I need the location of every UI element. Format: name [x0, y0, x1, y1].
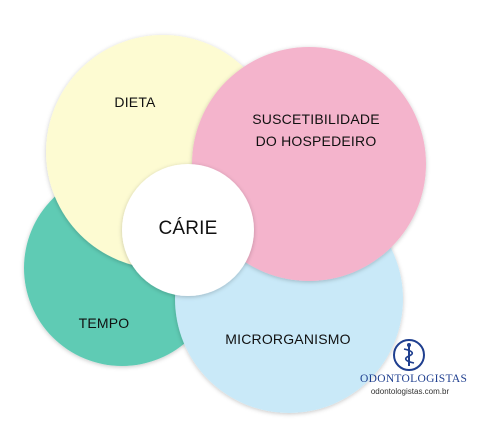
host-label-line-1: SUSCETIBILIDADE — [252, 111, 380, 127]
host-label: SUSCETIBILIDADE DO HOSPEDEIRO — [236, 108, 396, 152]
time-label: TEMPO — [78, 315, 130, 331]
logo-name: ODONTOLOGISTAS — [360, 373, 468, 385]
logo-url: odontologistas.com.br — [370, 387, 450, 396]
center-circle — [122, 164, 254, 296]
odontologistas-logo: ODONTOLOGISTAS odontologistas.com.br — [360, 338, 468, 398]
host-label-line-2: DO HOSPEDEIRO — [255, 133, 377, 149]
diet-label: DIETA — [114, 94, 156, 110]
center-label: CÁRIE — [158, 218, 218, 239]
microorganism-label: MICRORGANISMO — [225, 331, 351, 347]
caduceus-icon — [392, 338, 426, 372]
